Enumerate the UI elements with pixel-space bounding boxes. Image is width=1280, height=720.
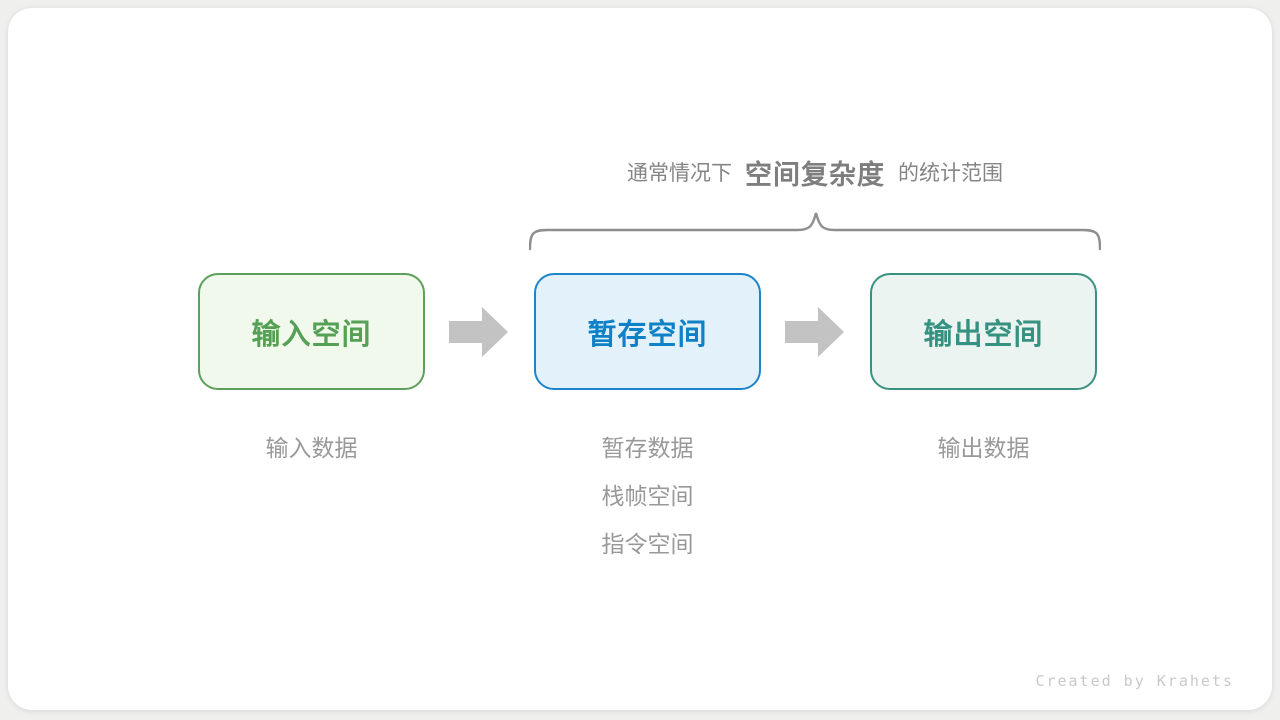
scope-annotation-title: 通常情况下 空间复杂度 的统计范围 xyxy=(530,150,1100,194)
box-buffer-space: 暂存空间 xyxy=(534,273,761,390)
credit-text: Created by Krahets xyxy=(1035,672,1234,690)
title-prefix: 通常情况下 xyxy=(627,162,732,185)
curly-brace-icon xyxy=(529,212,1101,251)
title-emphasis-space-complexity: 空间复杂度 xyxy=(745,159,885,190)
right-arrow-icon xyxy=(785,307,844,357)
diagram-card: 通常情况下 空间复杂度 的统计范围 输入空间 暂存空间 输出空间 输入数据 暂存… xyxy=(8,8,1272,710)
note-input-data: 输入数据 xyxy=(198,424,425,472)
box-input-space: 输入空间 xyxy=(198,273,425,390)
box-input-space-label: 输入空间 xyxy=(251,318,372,351)
right-arrow-icon xyxy=(449,307,508,357)
note-line: 输出数据 xyxy=(937,435,1030,461)
box-output-space: 输出空间 xyxy=(870,273,1097,390)
note-line: 输入数据 xyxy=(265,435,358,461)
box-buffer-space-label: 暂存空间 xyxy=(587,318,708,351)
note-line: 暂存数据 xyxy=(601,435,694,461)
note-output-data: 输出数据 xyxy=(870,424,1097,472)
title-suffix: 的统计范围 xyxy=(898,162,1003,185)
note-line: 指令空间 xyxy=(601,531,694,557)
note-buffer-items: 暂存数据 栈帧空间 指令空间 xyxy=(534,424,761,568)
box-output-space-label: 输出空间 xyxy=(923,318,1044,351)
note-line: 栈帧空间 xyxy=(601,483,694,509)
